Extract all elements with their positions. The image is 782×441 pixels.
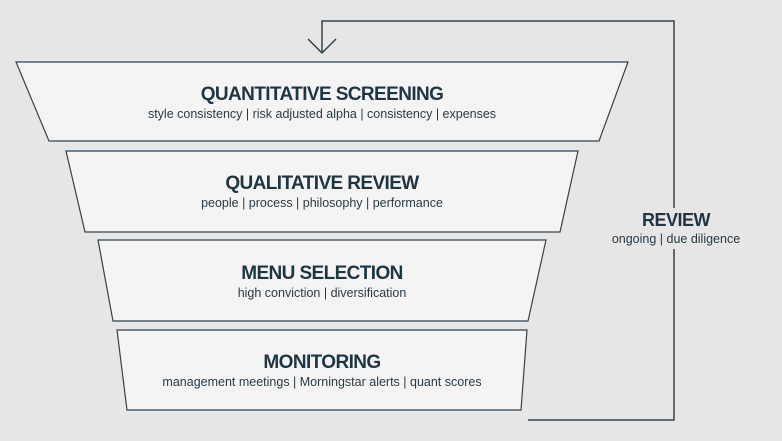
stage-subtitle: management meetings | Morningstar alerts…: [162, 375, 482, 389]
review-subtitle: ongoing | due diligence: [611, 232, 741, 246]
stage-1-shape: [15, 61, 629, 142]
stage-subtitle: high conviction | diversification: [237, 286, 407, 300]
stage-3-shape: [97, 239, 547, 322]
stage-monitoring: MONITORING management meetings | Morning…: [117, 352, 527, 390]
review-loop-line: [321, 20, 675, 421]
loop-arrow-head-icon: [307, 38, 337, 55]
stage-quantitative-screening: QUANTITATIVE SCREENING style consistency…: [16, 84, 628, 122]
stage-title: MENU SELECTION: [241, 263, 403, 284]
stage-title: QUANTITATIVE SCREENING: [200, 84, 444, 105]
stage-2-shape: [65, 150, 579, 233]
stage-menu-selection: MENU SELECTION high conviction | diversi…: [98, 263, 546, 301]
stage-title: MONITORING: [263, 352, 381, 373]
review-title: REVIEW: [641, 210, 711, 230]
review-label: REVIEW ongoing | due diligence: [596, 208, 756, 249]
stage-title: QUALITATIVE REVIEW: [225, 173, 419, 194]
stage-4-shape: [116, 329, 528, 411]
stage-subtitle: people | process | philosophy | performa…: [201, 196, 443, 210]
stage-subtitle: style consistency | risk adjusted alpha …: [147, 107, 497, 121]
stage-qualitative-review: QUALITATIVE REVIEW people | process | ph…: [66, 173, 578, 211]
